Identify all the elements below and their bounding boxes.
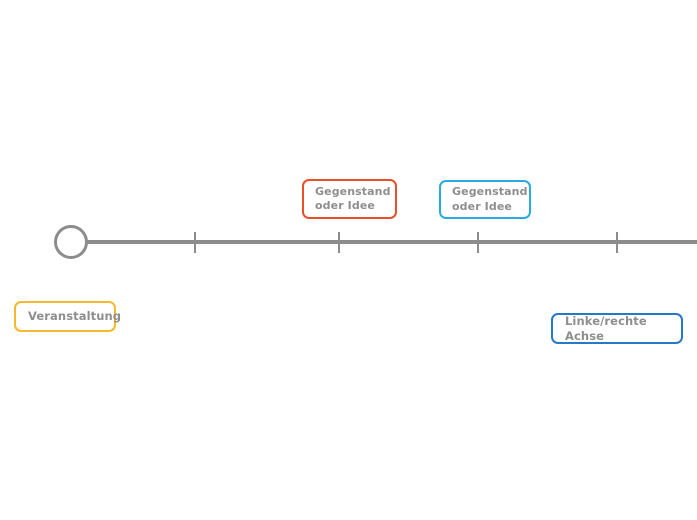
timeline-tick-3[interactable] (477, 232, 479, 253)
node-idea-right-label: Gegenstand oder Idee (452, 185, 528, 213)
timeline-tick-1[interactable] (194, 232, 196, 253)
node-event-label: Veranstaltung (28, 309, 122, 324)
timeline-tick-4[interactable] (616, 232, 618, 253)
node-idea-right[interactable]: Gegenstand oder Idee (439, 180, 531, 219)
node-idea-left-label: Gegenstand oder Idee (315, 184, 391, 212)
node-axis-legend[interactable]: Linke/rechte Achse (551, 313, 683, 344)
node-event[interactable]: Veranstaltung (14, 301, 121, 332)
timeline-start-node-icon[interactable] (54, 225, 88, 259)
node-axis-legend-label: Linke/rechte Achse (565, 313, 647, 343)
node-idea-left[interactable]: Gegenstand oder Idee (302, 179, 397, 219)
timeline-axis-line[interactable] (87, 240, 697, 244)
timeline-tick-2[interactable] (338, 232, 340, 253)
